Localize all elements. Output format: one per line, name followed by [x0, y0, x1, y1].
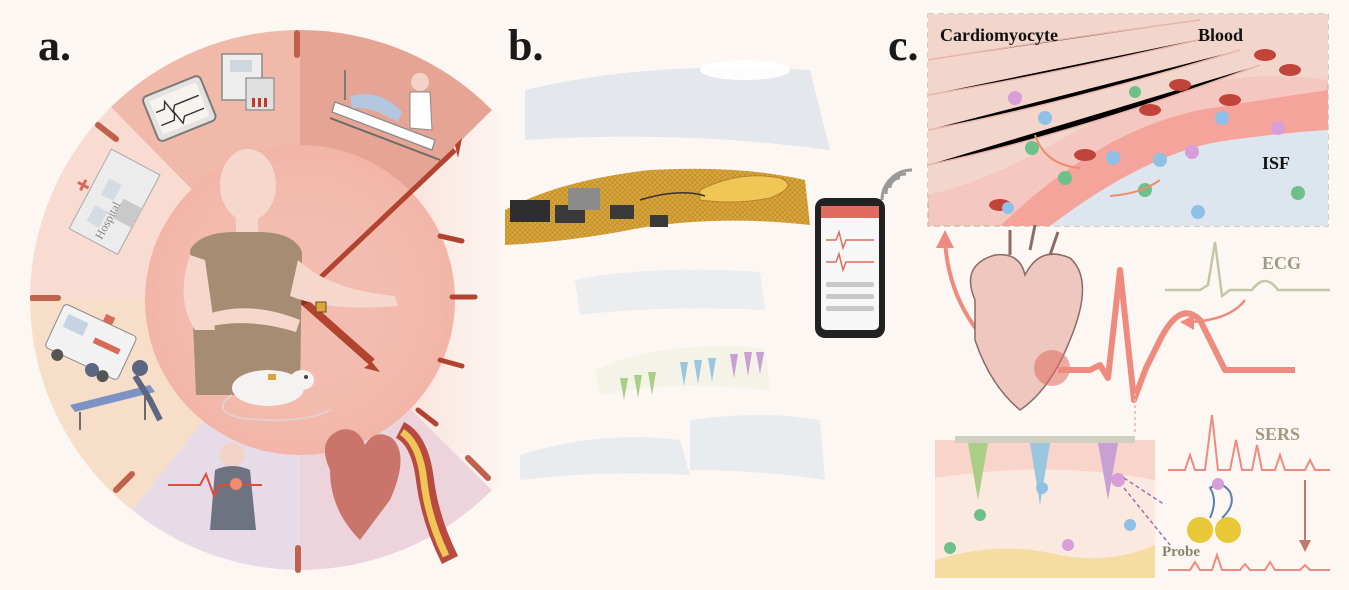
layer-encapsulation-bottom: [520, 437, 690, 480]
label-blood: Blood: [1198, 25, 1244, 45]
skin-microneedle-section: [935, 390, 1155, 578]
label-sers: SERS: [1255, 424, 1301, 444]
panel-a-clock: [30, 29, 500, 573]
patient-chest-pain-icon: [168, 443, 262, 530]
sers-spectrum-bottom: [1168, 551, 1330, 571]
panel-label-c: c.: [888, 21, 919, 70]
clock-hand-short: [299, 297, 375, 365]
layer-substrate: [575, 269, 765, 315]
panel-label-a: a.: [38, 21, 71, 70]
ambulance-icon: [45, 304, 137, 383]
panel-c-tissue: [927, 13, 1329, 227]
hospital-bed-icon: [329, 70, 441, 161]
heart-artery-icon: [324, 421, 459, 565]
label-ecg: ECG: [1262, 253, 1302, 273]
panel-label-b: b.: [508, 21, 544, 70]
label-isf: ISF: [1262, 153, 1291, 173]
sers-spectrum-top: [1168, 414, 1330, 471]
stretcher-icon: [70, 360, 163, 430]
ecg-reference-trace: [1165, 241, 1330, 299]
smartphone-icon[interactable]: [815, 198, 885, 338]
ecg-trace: [1058, 267, 1295, 403]
rat-icon: [221, 370, 331, 422]
label-cardiomyocyte: Cardiomyocyte: [940, 25, 1058, 45]
clock-hand-long: [300, 148, 457, 297]
analyzer-icon: [221, 53, 275, 111]
wifi-icon: [880, 168, 913, 201]
microneedle-icon: [595, 346, 770, 400]
hospital-icon: [68, 148, 161, 256]
probe-icon: [1123, 477, 1241, 546]
flexible-circuit-icon: [505, 168, 810, 245]
human-figure-icon: [183, 149, 398, 395]
heart-icon: [969, 224, 1084, 411]
ecg-monitor-icon: [142, 75, 217, 142]
layer-encapsulation-top: [525, 67, 830, 150]
panel-b-device-stack: [505, 60, 830, 480]
label-probe: Probe: [1162, 544, 1201, 560]
